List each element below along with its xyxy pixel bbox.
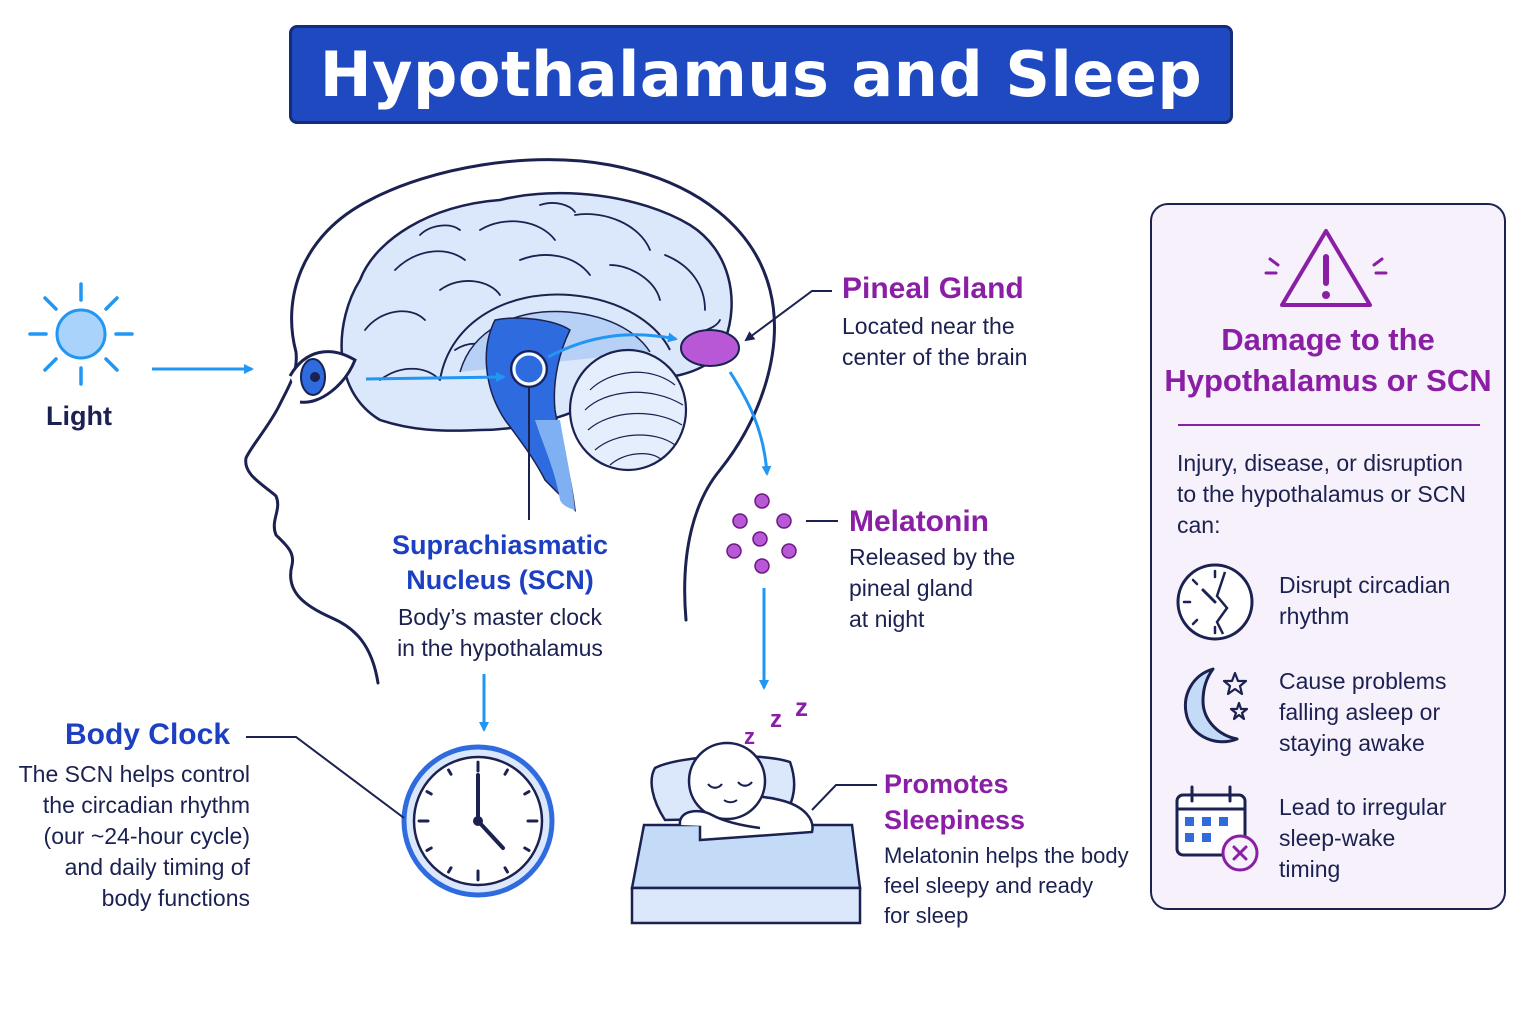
melatonin-molecules bbox=[726, 493, 797, 574]
clock-icon bbox=[401, 744, 555, 898]
clock-tick bbox=[425, 846, 433, 852]
light-label: Light bbox=[46, 401, 112, 431]
body-clock-desc-line1: The SCN helps control bbox=[18, 761, 250, 787]
damage-item-2-line3: staying awake bbox=[1279, 730, 1425, 756]
melatonin-desc-line2: pineal gland bbox=[849, 575, 974, 601]
scn-title-line2: Nucleus (SCN) bbox=[406, 565, 594, 595]
warning-icon bbox=[1264, 229, 1388, 307]
sun-icon bbox=[28, 282, 134, 386]
sleepiness-desc-line3: for sleep bbox=[884, 903, 969, 928]
clock-tick bbox=[447, 866, 453, 874]
pineal-label: Pineal Gland Located near the center of … bbox=[842, 270, 1082, 373]
pineal-desc-line1: Located near the bbox=[842, 313, 1015, 339]
svg-text:z: z bbox=[795, 692, 808, 722]
damage-item-3: Lead to irregular sleep-wake timing bbox=[1279, 792, 1494, 885]
melatonin-desc-line1: Released by the bbox=[849, 544, 1016, 570]
melatonin-label: Melatonin Released by the pineal gland a… bbox=[849, 503, 1069, 635]
damage-intro-line2: to the hypothalamus or SCN bbox=[1177, 481, 1466, 507]
sleepiness-desc-line1: Melatonin helps the body bbox=[884, 843, 1129, 868]
scn-marker bbox=[512, 352, 546, 386]
sleeping-person-illustration bbox=[630, 741, 862, 925]
pineal-desc-line2: center of the brain bbox=[842, 344, 1028, 370]
damage-item-2-line1: Cause problems bbox=[1279, 668, 1447, 694]
pineal-title: Pineal Gland bbox=[842, 272, 1024, 305]
clock-tick bbox=[523, 790, 531, 796]
damage-item-1-line2: rhythm bbox=[1279, 603, 1350, 629]
melatonin-title: Melatonin bbox=[849, 505, 989, 538]
pineal-pointer-line bbox=[744, 290, 832, 342]
body-clock-desc-line3: (our ~24-hour cycle) bbox=[43, 823, 250, 849]
body-clock-desc-line2: the circadian rhythm bbox=[42, 792, 250, 818]
clock-tick bbox=[503, 866, 509, 874]
damage-divider bbox=[1178, 424, 1480, 426]
clock-tick bbox=[447, 768, 453, 776]
broken-clock-icon bbox=[1176, 563, 1254, 641]
damage-intro-line1: Injury, disease, or disruption bbox=[1177, 450, 1463, 476]
damage-item-1: Disrupt circadian rhythm bbox=[1279, 570, 1494, 632]
clock-tick bbox=[523, 846, 531, 852]
eye-icon bbox=[288, 350, 357, 404]
eye-to-scn-arrow bbox=[365, 372, 506, 383]
body-clock-desc-line5: body functions bbox=[101, 885, 250, 911]
page-title: Hypothalamus and Sleep bbox=[319, 38, 1203, 111]
damage-title-line2: Hypothalamus or SCN bbox=[1164, 363, 1492, 398]
damage-title-line1: Damage to the bbox=[1221, 322, 1435, 357]
melatonin-desc-line3: at night bbox=[849, 606, 925, 632]
pineal-gland bbox=[680, 329, 740, 367]
scn-desc-line2: in the hypothalamus bbox=[397, 635, 603, 661]
head-outline bbox=[244, 158, 776, 685]
body-clock-leader-line bbox=[246, 736, 405, 819]
zzz-sleep-icon: z z z bbox=[744, 692, 808, 749]
scn-desc-line1: Body’s master clock bbox=[397, 604, 603, 630]
sleepiness-desc-line2: feel sleepy and ready bbox=[884, 873, 1094, 898]
damage-item-2-line2: falling asleep or bbox=[1279, 699, 1441, 725]
body-clock-desc-line4: and daily timing of bbox=[64, 854, 250, 880]
damage-intro-line3: can: bbox=[1177, 512, 1221, 538]
brain-illustration bbox=[340, 191, 733, 513]
scn-label: Suprachiasmatic Nucleus (SCN) Body’s mas… bbox=[380, 528, 620, 664]
sleepiness-leader-line bbox=[811, 784, 877, 811]
svg-text:z: z bbox=[744, 724, 755, 749]
damage-panel: Damage to the Hypothalamus or SCN Injury… bbox=[1150, 203, 1506, 910]
scn-to-pineal-arrow bbox=[547, 332, 678, 359]
damage-title: Damage to the Hypothalamus or SCN bbox=[1152, 319, 1504, 401]
damage-item-2: Cause problems falling asleep or staying… bbox=[1279, 666, 1494, 759]
damage-intro: Injury, disease, or disruption to the hy… bbox=[1177, 448, 1487, 541]
damage-item-3-line2: sleep-wake bbox=[1279, 825, 1396, 851]
clock-tick bbox=[503, 768, 509, 776]
moon-stars-icon bbox=[1184, 667, 1249, 744]
damage-item-3-line3: timing bbox=[1279, 856, 1341, 882]
pineal-to-melatonin-arrow bbox=[728, 371, 772, 476]
svg-text:z: z bbox=[770, 706, 782, 733]
damage-item-1-line1: Disrupt circadian bbox=[1279, 572, 1451, 598]
body-clock-label: Body Clock The SCN helps control the cir… bbox=[18, 716, 250, 914]
calendar-x-icon bbox=[1175, 785, 1259, 872]
sleepiness-label: Promotes Sleepiness Melatonin helps the … bbox=[884, 766, 1134, 931]
title-banner: Hypothalamus and Sleep bbox=[289, 25, 1233, 124]
damage-item-3-line1: Lead to irregular bbox=[1279, 794, 1447, 820]
body-clock-title: Body Clock bbox=[64, 718, 230, 751]
sleepiness-title: Promotes Sleepiness bbox=[884, 769, 1026, 835]
clock-tick bbox=[425, 790, 433, 796]
scn-title-line1: Suprachiasmatic bbox=[391, 530, 609, 560]
